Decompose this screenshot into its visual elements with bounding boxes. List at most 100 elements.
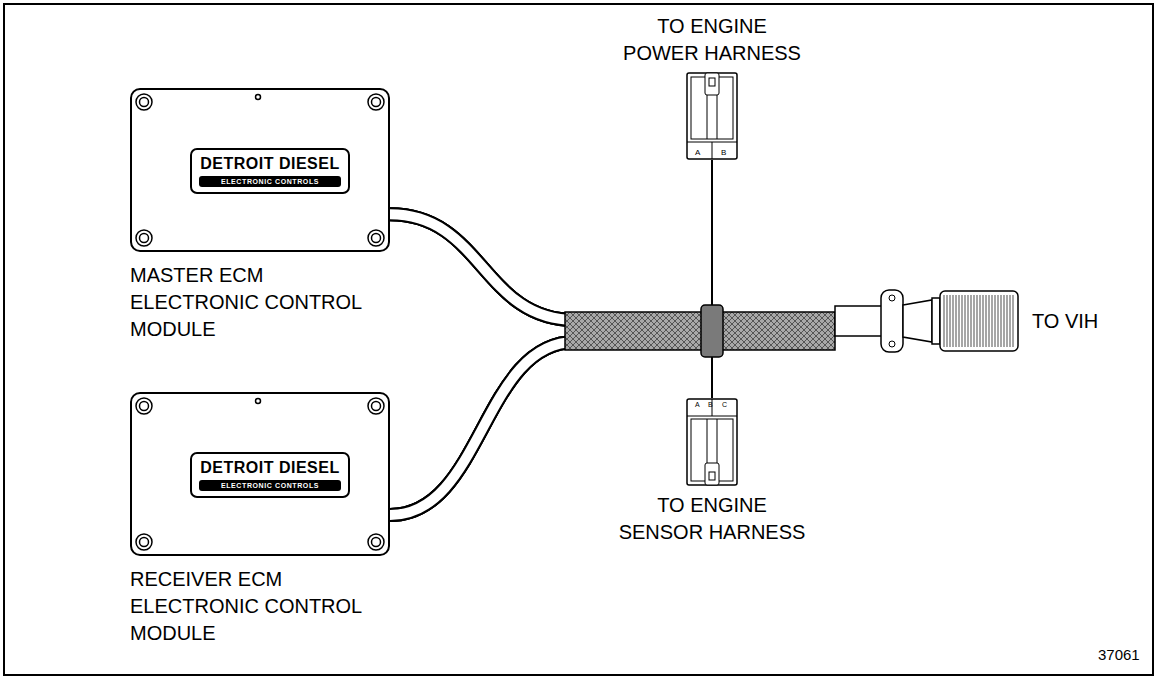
cable-tube-fill xyxy=(390,214,575,320)
cable-tube xyxy=(835,306,883,336)
cable xyxy=(390,214,712,398)
connector-body xyxy=(687,399,737,485)
knurl-line xyxy=(1013,295,1014,347)
module-label: RECEIVER ECM ELECTRONIC CONTROL MODULE xyxy=(130,566,380,647)
knurl-line xyxy=(959,295,960,347)
connector-body xyxy=(687,73,737,159)
knurl-line xyxy=(950,295,951,347)
logo-subtitle: ELECTRONIC CONTROLS xyxy=(199,480,341,491)
knurled-nut xyxy=(940,291,1018,351)
logo-subtitle: ELECTRONIC CONTROLS xyxy=(199,176,341,187)
vih-connector: TO VIH xyxy=(880,289,1020,353)
pin-letter-slot: A xyxy=(695,401,700,409)
cable-tube-fill xyxy=(390,342,575,515)
logo-wordmark: DETROIT DIESEL xyxy=(192,454,348,479)
module-label: MASTER ECM ELECTRONIC CONTROL MODULE xyxy=(130,262,380,343)
pin-face xyxy=(687,399,737,416)
knurl-line xyxy=(962,295,963,347)
cable xyxy=(390,160,712,320)
cable-tube-outline xyxy=(390,214,575,320)
connector-shell xyxy=(687,73,737,159)
logo-wordmark: DETROIT DIESEL xyxy=(192,150,348,175)
knurl-line xyxy=(953,295,954,347)
pin-letter: A xyxy=(695,148,700,157)
harness-wire xyxy=(575,160,712,320)
cable xyxy=(390,214,880,321)
knurl-line xyxy=(1004,295,1005,347)
logo-badge: DETROIT DIESELELECTRONIC CONTROLS xyxy=(190,452,350,498)
connector-frame xyxy=(691,419,733,481)
module-label-slot: RECEIVER ECM ELECTRONIC CONTROL MODULE xyxy=(130,566,380,647)
cable-tube-outline xyxy=(390,214,575,320)
latch-window xyxy=(709,472,715,480)
braided-sleeve xyxy=(565,312,835,350)
knurl-line xyxy=(995,295,996,347)
ecm-module: DETROIT DIESELELECTRONIC CONTROLSMASTER … xyxy=(130,88,390,252)
pin-letter-slot: B xyxy=(721,148,726,157)
mounting-flange xyxy=(881,290,903,352)
pin-letter-slot: C xyxy=(722,401,727,409)
pin-letter: A xyxy=(695,401,700,409)
knurl-line xyxy=(1007,295,1008,347)
ecm-module: DETROIT DIESELELECTRONIC CONTROLSRECEIVE… xyxy=(130,392,390,556)
knurl-line xyxy=(971,295,972,347)
connector-outline xyxy=(686,398,738,486)
cable-tube-fill xyxy=(390,342,575,515)
connector-body xyxy=(903,300,932,342)
harness-clamp xyxy=(701,305,723,357)
cable-tube-outline xyxy=(390,214,575,320)
connector-label: TO VIH xyxy=(1032,308,1098,335)
knurl-line xyxy=(965,295,966,347)
knurl-line xyxy=(980,295,981,347)
cable-tube-outline xyxy=(390,342,575,515)
cable-tube-fill xyxy=(390,214,575,320)
knurl-line xyxy=(956,295,957,347)
knurl-line xyxy=(1010,295,1011,347)
pin-face xyxy=(687,142,737,159)
connector-label-slot: TO VIH xyxy=(1032,308,1098,335)
harness-connector: ABCTO ENGINE SENSOR HARNESS xyxy=(686,398,738,486)
knurl-line xyxy=(944,295,945,347)
knurl-line xyxy=(983,295,984,347)
cable-tube-outline xyxy=(390,342,575,515)
pin-letter-slot: A xyxy=(695,148,700,157)
pin-letter: C xyxy=(722,401,727,409)
connector-outline xyxy=(880,289,1020,353)
latch-window xyxy=(709,78,715,86)
logo-badge: DETROIT DIESELELECTRONIC CONTROLS xyxy=(190,148,350,194)
knurl-line xyxy=(1001,295,1002,347)
knurl-line xyxy=(974,295,975,347)
connector-label: TO ENGINE SENSOR HARNESS xyxy=(616,492,809,546)
harness-bundle xyxy=(565,305,883,357)
knurl-line xyxy=(968,295,969,347)
connector-collar xyxy=(932,298,940,344)
module-label-slot: MASTER ECM ELECTRONIC CONTROL MODULE xyxy=(130,262,380,343)
latch-arm xyxy=(707,419,717,463)
connector-latch xyxy=(705,463,719,485)
connector-label-slot: TO ENGINE POWER HARNESS xyxy=(620,13,804,67)
knurl-line xyxy=(998,295,999,347)
knurl-line xyxy=(947,295,948,347)
connector-latch xyxy=(705,73,719,95)
cable-layer xyxy=(390,160,880,515)
label-slot: 37061 xyxy=(1098,646,1140,664)
flange-hole xyxy=(889,295,895,301)
pin-letter-slot: B xyxy=(708,401,713,409)
connector-label-slot: TO ENGINE SENSOR HARNESS xyxy=(616,492,809,546)
flange-hole xyxy=(889,341,895,347)
pin-letter: B xyxy=(721,148,726,157)
cable-tube-fill xyxy=(390,214,575,320)
connector-outline xyxy=(686,72,738,160)
latch-arm xyxy=(707,95,717,139)
connector-frame xyxy=(691,77,733,139)
figure-number: 37061 xyxy=(1098,646,1140,664)
connector-shell xyxy=(687,399,737,485)
harness-connector: TO ENGINE POWER HARNESSAB xyxy=(686,72,738,160)
knurl-line xyxy=(977,295,978,347)
connector-label: TO ENGINE POWER HARNESS xyxy=(620,13,804,67)
pin-letter: B xyxy=(708,401,713,409)
knurl-line xyxy=(989,295,990,347)
cable-tube-fill xyxy=(390,342,575,515)
frame-border xyxy=(4,4,1153,675)
